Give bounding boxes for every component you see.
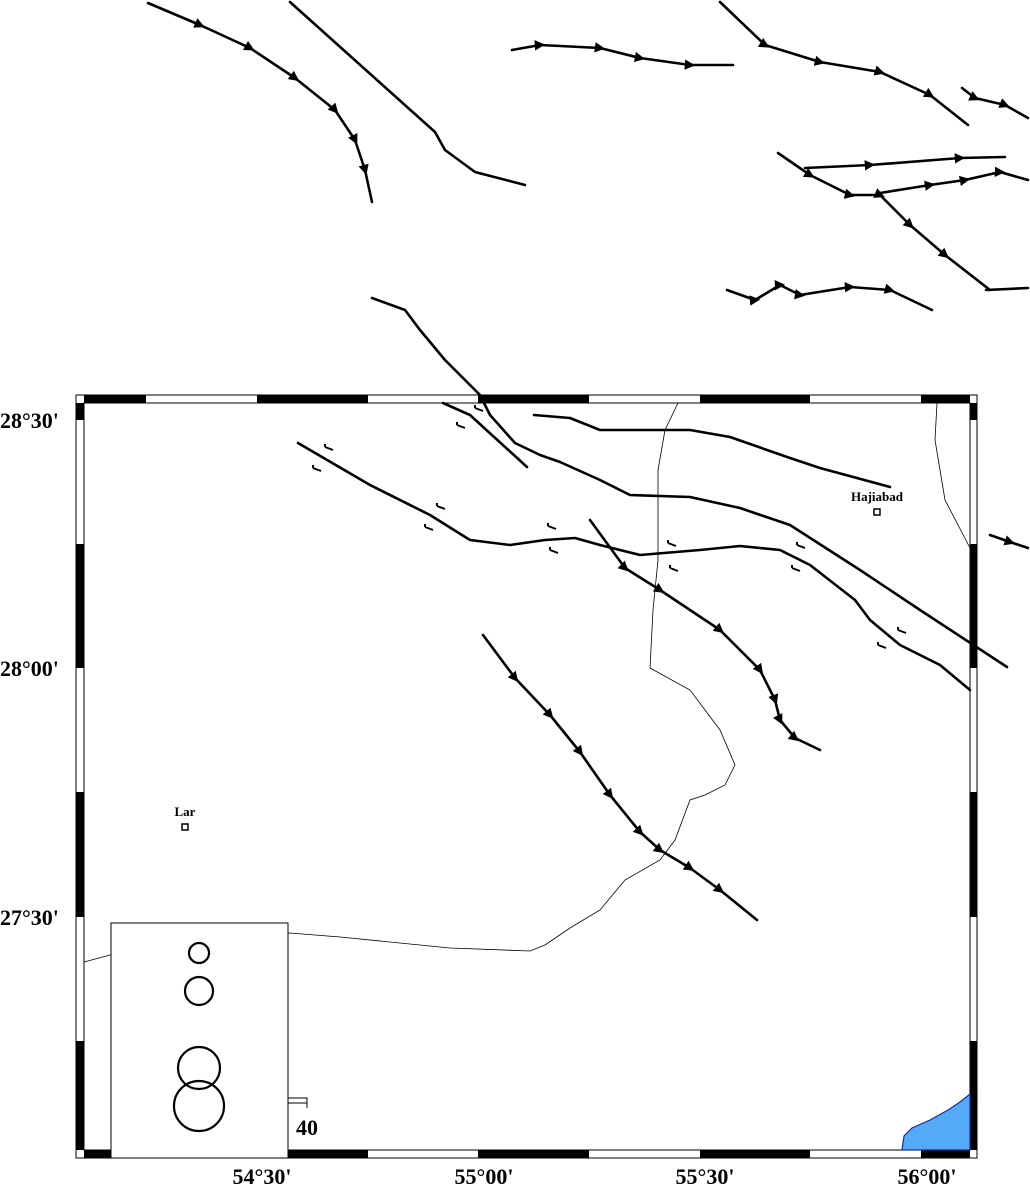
y-tick-label: 28°30' (0, 408, 59, 433)
slip-arrow-icon (791, 565, 801, 572)
legend-circle-small (187, 941, 211, 965)
city-lar[interactable]: Lar (175, 804, 196, 831)
thrust-fault (878, 166, 1030, 195)
slip-arrow-icon (324, 444, 334, 451)
thrust-fault (776, 151, 992, 292)
frame-segment (76, 403, 84, 420)
thrust-fault (988, 533, 1030, 550)
frame-segment (76, 1041, 84, 1150)
frame-segment (76, 544, 84, 668)
frame-segment (700, 1150, 810, 1158)
fault-lines (146, 0, 1030, 922)
city-hajiabad[interactable]: Hajiabad (851, 489, 904, 516)
slip-arrow-icon (436, 503, 446, 510)
slip-arrow-icon (549, 547, 559, 554)
slip-arrow-icon (796, 542, 806, 549)
city-label: Hajiabad (851, 489, 904, 504)
slip-arrow-icon (456, 422, 466, 429)
thrust-fault (146, 1, 374, 204)
frame-segment (84, 395, 146, 403)
scale-label: 40 (296, 1115, 318, 1140)
slip-arrow-icon (312, 465, 322, 472)
x-tick-label: 56°00' (898, 1164, 957, 1188)
strike-slip-fault (288, 0, 527, 187)
legend-circle-medium (183, 975, 215, 1007)
thrust-fault (481, 633, 759, 922)
city-label: Lar (175, 804, 196, 819)
strike-slip-fault (532, 413, 892, 489)
slip-arrow-icon (669, 565, 679, 572)
y-tick-label: 28°00' (0, 656, 59, 681)
legend-circle-largest (172, 1079, 226, 1133)
gulf-water (901, 1092, 971, 1151)
slip-arrow-icon (877, 642, 887, 649)
y-tick-label: 27°30' (0, 905, 59, 930)
x-tick-label: 54°30' (233, 1164, 292, 1188)
frame-segment (76, 792, 84, 917)
scale-bar: 40 (288, 1097, 318, 1140)
frame-segment (257, 395, 368, 403)
frame-segment (970, 403, 977, 420)
magnitude-legend (110, 922, 289, 1159)
legend-circle-large (176, 1045, 222, 1091)
thrust-fault (960, 86, 1030, 120)
province-boundary (934, 402, 971, 549)
frame-segment (970, 1041, 977, 1150)
frame-segment (970, 544, 977, 668)
frame-segment (478, 1150, 589, 1158)
city-marker-icon (873, 508, 881, 516)
strike-slip-fault (370, 296, 1009, 669)
frame-segment (257, 1150, 368, 1158)
x-tick-label: 55°00' (455, 1164, 514, 1188)
strike-slip-fault (296, 441, 972, 692)
thrust-fault (510, 40, 735, 70)
strike-slip-fault (984, 286, 1030, 292)
strike-slip-fault (441, 401, 529, 469)
slip-arrow-icon (547, 523, 557, 530)
thrust-fault (803, 153, 1007, 171)
frame-segment (700, 395, 810, 403)
frame-segment (921, 1150, 970, 1158)
frame-segment (970, 792, 977, 917)
slip-arrow-icon (474, 405, 484, 412)
thrust-fault (588, 518, 822, 752)
thrust-fault (725, 280, 934, 312)
frame-segment (478, 395, 589, 403)
slip-arrow-icon (424, 524, 434, 531)
city-marker-icon (181, 823, 189, 831)
thrust-fault (718, 0, 970, 127)
slip-arrow-icon (667, 540, 677, 547)
slip-arrow-icon (897, 627, 907, 634)
frame-segment (921, 395, 970, 403)
x-tick-label: 55°30' (676, 1164, 735, 1188)
